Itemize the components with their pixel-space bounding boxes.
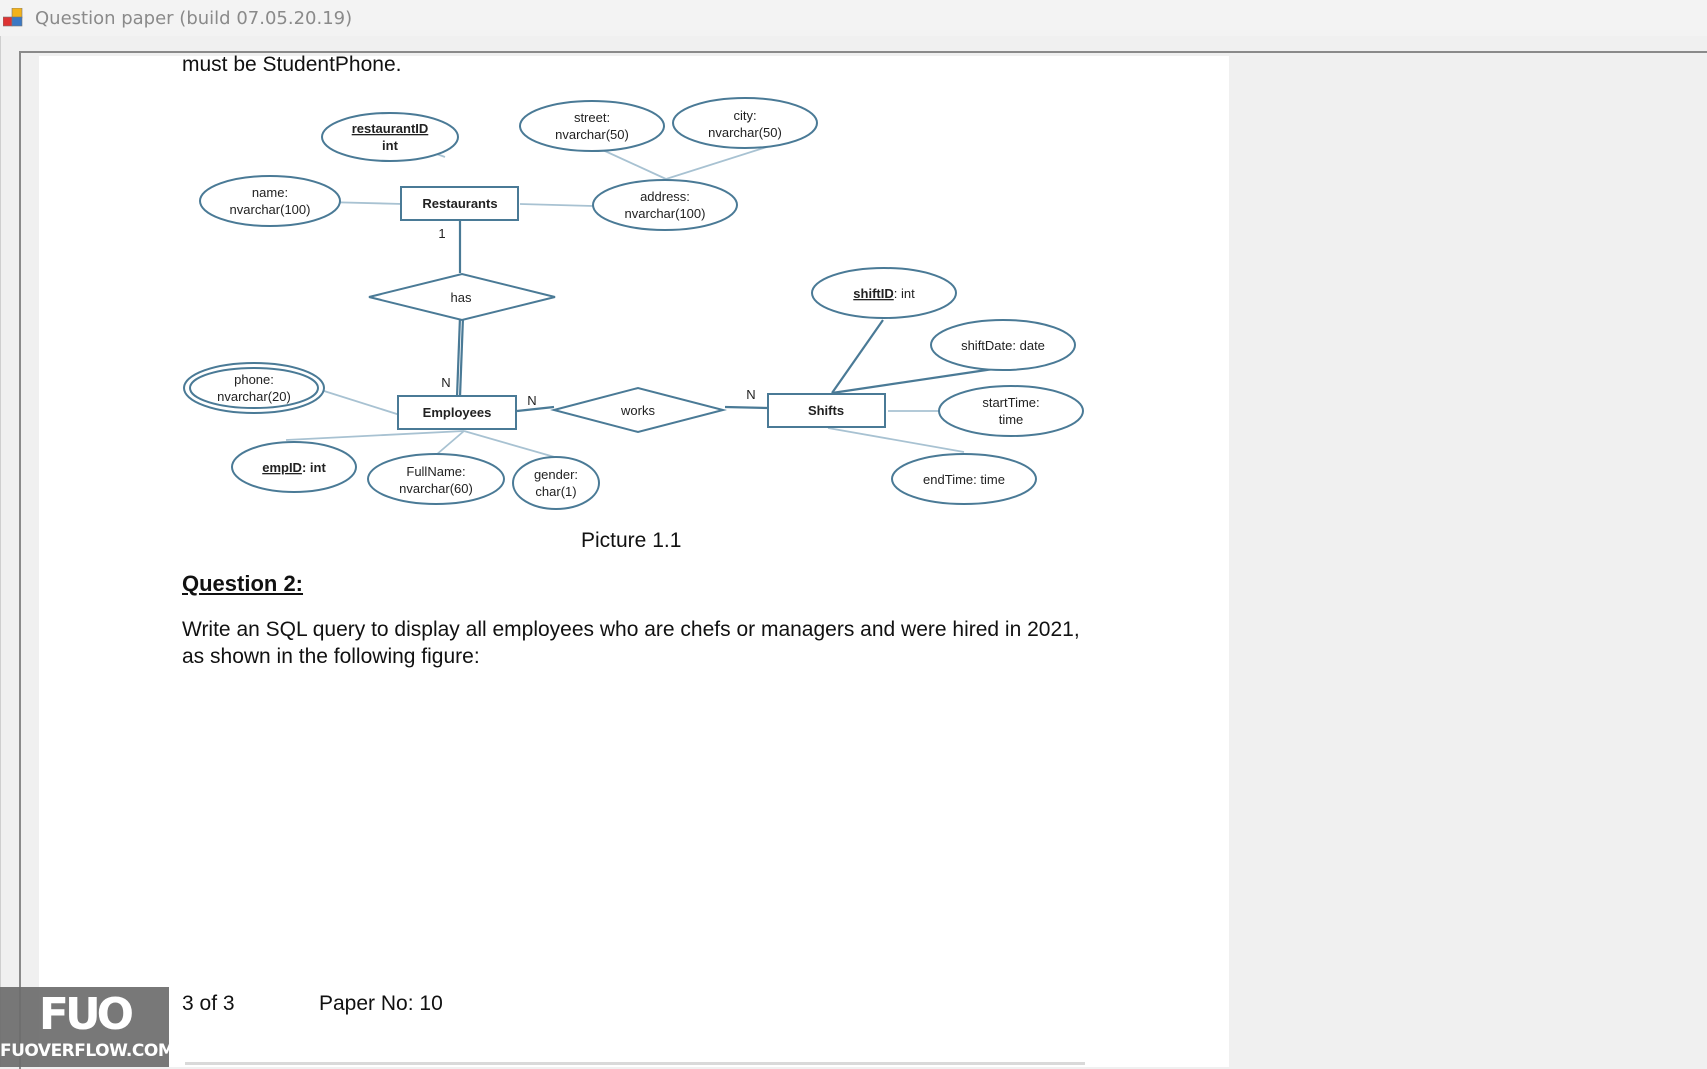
- watermark-logo: FUO: [38, 989, 134, 1040]
- page-number: 3 of 3: [182, 992, 235, 1015]
- relationship-has-label: has: [451, 290, 472, 305]
- attr-emp-id: empID: int: [262, 460, 326, 475]
- entity-restaurants: [400, 186, 519, 221]
- watermark: FUO FUOVERFLOW.COM: [0, 987, 175, 1067]
- attr-address-name: address:: [640, 189, 690, 204]
- cardinality-shifts-works: N: [746, 387, 755, 402]
- attr-start-time-type: time: [999, 412, 1024, 427]
- attr-end-time: endTime: time: [923, 472, 1005, 487]
- attr-full-name-type: nvarchar(60): [399, 481, 473, 496]
- entity-restaurants-label: Restaurants: [422, 196, 497, 211]
- cardinality-employees-works: N: [527, 393, 536, 408]
- attr-emp-id-type: : int: [302, 460, 326, 475]
- relationship-diamonds: [368, 272, 727, 434]
- attribute-ellipses: [183, 97, 1084, 510]
- entity-shifts-label: Shifts: [808, 403, 844, 418]
- window-titlebar: Question paper (build 07.05.20.19): [0, 0, 1707, 37]
- relationship-works-label: works: [620, 403, 655, 418]
- attr-phone-type: nvarchar(20): [217, 389, 291, 404]
- attr-city-name: city:: [733, 108, 756, 123]
- entity-boxes: [397, 186, 886, 430]
- attr-full-name-name: FullName:: [406, 464, 465, 479]
- cardinality-employees-has: N: [441, 375, 450, 390]
- attr-name-type: nvarchar(100): [230, 202, 311, 217]
- cardinality-restaurants-has: 1: [438, 226, 445, 241]
- er-diagram: restaurantID int street: nvarchar(50) ci…: [183, 97, 1084, 510]
- app-icon: [3, 8, 23, 27]
- question-heading: Question 2:: [182, 571, 304, 596]
- footer-divider: [185, 1062, 1085, 1065]
- figure-caption: Picture 1.1: [581, 529, 682, 552]
- window-title: Question paper (build 07.05.20.19): [35, 8, 353, 29]
- paper-number: Paper No: 10: [319, 992, 443, 1015]
- attr-gender-type: char(1): [535, 484, 576, 499]
- attr-name-name: name:: [252, 185, 288, 200]
- relationship-works: [550, 386, 727, 434]
- attr-shift-id-type: : int: [894, 286, 915, 301]
- attr-gender-name: gender:: [534, 467, 578, 482]
- watermark-site: FUOVERFLOW.COM: [0, 1041, 175, 1061]
- attr-shift-id: shiftID: int: [853, 286, 915, 301]
- attr-street-type: nvarchar(50): [555, 127, 629, 142]
- attr-city-type: nvarchar(50): [708, 125, 782, 140]
- attr-street-name: street:: [574, 110, 610, 125]
- attr-start-time-name: startTime:: [982, 395, 1039, 410]
- attr-phone-name: phone:: [234, 372, 274, 387]
- attr-restaurant-id-name: restaurantID: [352, 121, 429, 136]
- attr-address-type: nvarchar(100): [625, 206, 706, 221]
- question-text: Write an SQL query to display all employ…: [182, 618, 1080, 668]
- relationship-connectors: [455, 220, 1001, 413]
- attr-shift-id-key: shiftID: [853, 286, 893, 301]
- relationship-has: [368, 272, 556, 322]
- entity-employees: [397, 395, 517, 430]
- body-text-line: must be StudentPhone.: [182, 53, 402, 76]
- attr-emp-id-key: empID: [262, 460, 302, 475]
- entity-shifts: [767, 393, 886, 428]
- attr-restaurant-id-type: int: [382, 138, 399, 153]
- attr-shift-date: shiftDate: date: [961, 338, 1045, 353]
- entity-employees-label: Employees: [423, 405, 492, 420]
